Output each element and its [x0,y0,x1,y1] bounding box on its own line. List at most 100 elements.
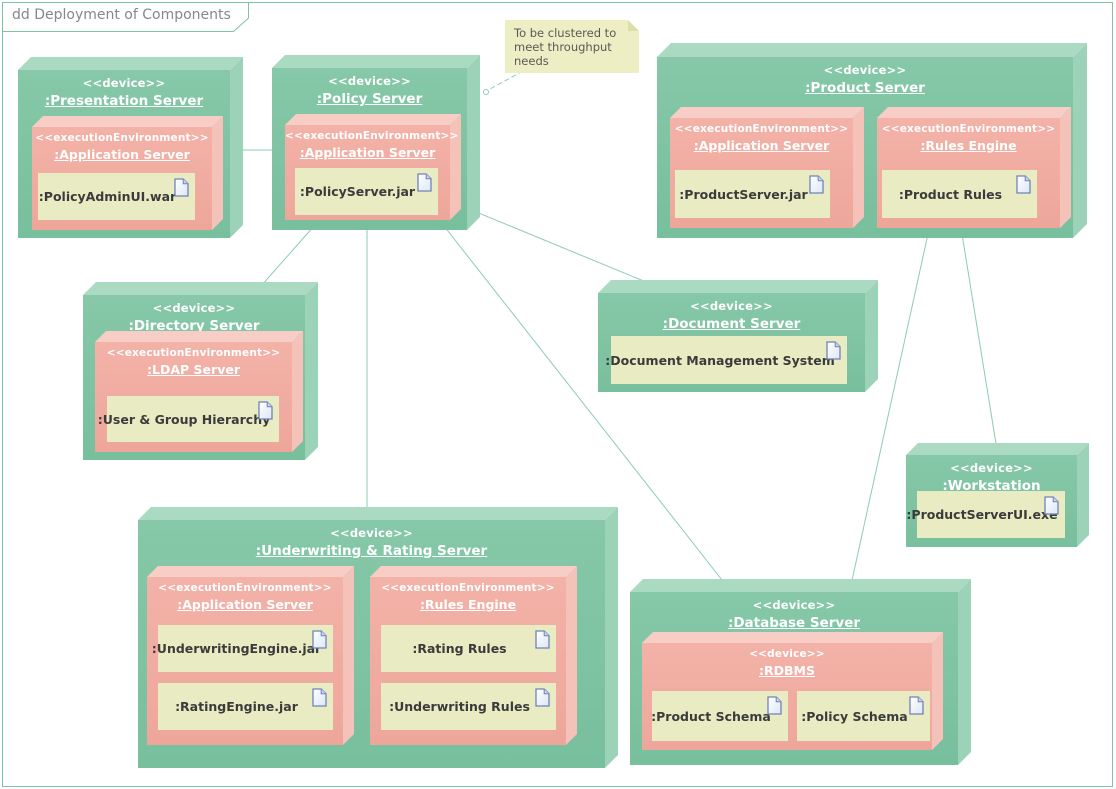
artifact-underwritingengine[interactable]: :UnderwritingEngine.jar [152,625,333,672]
artifact-label: :ProductServer.jar [679,186,808,202]
top-face [95,331,303,342]
artifact-underwriting-rules[interactable]: :Underwriting Rules [381,683,556,730]
document-icon [535,630,550,649]
document-icon [767,696,782,715]
top-face [138,507,618,520]
node-name: :Document Server [662,316,801,332]
top-face [630,579,971,592]
artifact-policyadminui[interactable]: :PolicyAdminUI.war [38,173,195,220]
artifact-label: :PolicyServer.jar [299,184,416,199]
note-clustering[interactable]: To be clustered to meet throughput needs [505,20,639,73]
env-rules-engine[interactable]: <<executionEnvironment>> :Rules Engine :… [877,107,1071,228]
node-presentation-server[interactable]: <<device>> :Presentation Server <<execut… [18,57,243,238]
artifact-label: :Product Schema [651,708,771,724]
node-document-server[interactable]: <<device>> :Document Server :Document Ma… [598,280,878,392]
connector-anchor-circle [483,89,489,95]
document-icon [909,696,924,715]
node-directory-server[interactable]: <<device>> :Directory Server <<execution… [83,282,318,460]
top-face [32,116,223,127]
env-application-server[interactable]: <<executionEnvironment>> :Application Se… [32,116,223,230]
side-face [467,55,480,230]
artifact-product-rules[interactable]: :Product Rules [882,170,1037,218]
artifact-document-management-system[interactable]: :Document Management System [605,336,847,384]
stereotype-label: <<device>> [752,598,836,612]
node-database-server[interactable]: <<device>> :Database Server <<device>> :… [630,579,971,765]
artifact-policyserver[interactable]: :PolicyServer.jar [295,168,438,215]
frame-title-tab: dd Deployment of Components [2,2,249,32]
artifact-label: :User & Group Hierarchy [97,411,271,427]
stereotype-label: <<executionEnvironment>> [106,347,281,359]
top-face [272,55,480,68]
env-rules-engine[interactable]: <<executionEnvironment>> :Rules Engine :… [370,566,577,745]
stereotype-label: <<device>> [82,76,166,90]
node-name: :RDBMS [759,663,815,678]
document-icon [826,341,841,360]
node-name: :Workstation [942,478,1041,494]
artifact-label: :Underwriting Rules [389,699,530,714]
document-icon [809,175,824,194]
stereotype-label: <<executionEnvironment>> [881,123,1056,135]
env-name: :Application Server [54,147,190,162]
env-ldap-server[interactable]: <<executionEnvironment>> :LDAP Server :U… [95,331,303,452]
side-face [865,280,878,392]
top-face [83,282,318,295]
node-rdbms[interactable]: <<device>> :RDBMS :Product Schema :Polic… [642,632,943,750]
top-face [370,566,577,577]
side-face [566,566,577,745]
artifact-productserver[interactable]: :ProductServer.jar [675,170,830,218]
side-face [292,331,303,452]
env-application-server[interactable]: <<executionEnvironment>> :Application Se… [670,107,864,228]
document-icon [417,173,432,192]
frame-title: dd Deployment of Components [12,7,231,23]
stereotype-label: <<executionEnvironment>> [381,582,555,594]
document-icon [535,688,550,707]
artifact-policy-schema[interactable]: :Policy Schema [797,691,930,741]
document-icon [1016,175,1031,194]
artifact-product-schema[interactable]: :Product Schema [651,691,788,741]
node-name: :Presentation Server [44,93,204,109]
side-face [1073,43,1087,238]
env-name: :Application Server [299,145,436,160]
env-name: :Application Server [177,597,313,612]
document-icon [312,688,327,707]
stereotype-label: <<executionEnvironment>> [285,130,459,142]
stereotype-label: <<device>> [749,648,825,660]
node-name: :Directory Server [128,318,260,334]
env-application-server[interactable]: <<executionEnvironment>> :Application Se… [285,114,461,220]
env-name: :Rules Engine [920,138,1017,153]
stereotype-label: <<executionEnvironment>> [35,132,209,144]
stereotype-label: <<device>> [328,74,411,88]
side-face [230,57,243,238]
node-name: :Database Server [727,615,861,631]
env-application-server[interactable]: <<executionEnvironment>> :Application Se… [147,566,354,745]
side-face [305,282,318,460]
node-name: :Product Server [805,80,925,96]
artifact-label: :Document Management System [605,352,835,368]
node-product-server[interactable]: <<device>> :Product Server <<executionEn… [657,43,1087,238]
note-fold-icon [628,20,639,31]
env-name: :LDAP Server [147,362,240,377]
stereotype-label: <<device>> [823,63,907,77]
artifact-user-group-hierarchy[interactable]: :User & Group Hierarchy [98,396,279,442]
node-workstation[interactable]: <<device>> :Workstation :ProductServerUI… [906,443,1089,547]
stereotype-label: <<device>> [152,301,236,315]
top-face [906,443,1089,455]
node-policy-server[interactable]: <<device>> :Policy Server <<executionEnv… [272,55,480,230]
node-name: :Underwriting & Rating Server [255,543,488,559]
document-icon [174,178,189,197]
stereotype-label: <<executionEnvironment>> [674,123,849,135]
artifact-ratingengine[interactable]: :RatingEngine.jar [158,683,333,730]
artifact-productserverui[interactable]: :ProductServerUI.exe [906,491,1065,538]
node-underwriting-rating-server[interactable]: <<device>> :Underwriting & Rating Server… [138,507,618,768]
top-face [18,57,243,70]
env-name: :Application Server [693,138,830,153]
side-face [958,579,971,765]
top-face [147,566,354,577]
artifact-rating-rules[interactable]: :Rating Rules [381,625,556,672]
document-icon [312,630,327,649]
node-name: :Policy Server [316,91,423,107]
stereotype-label: <<executionEnvironment>> [158,582,332,594]
artifact-label: :PolicyAdminUI.war [38,189,177,204]
